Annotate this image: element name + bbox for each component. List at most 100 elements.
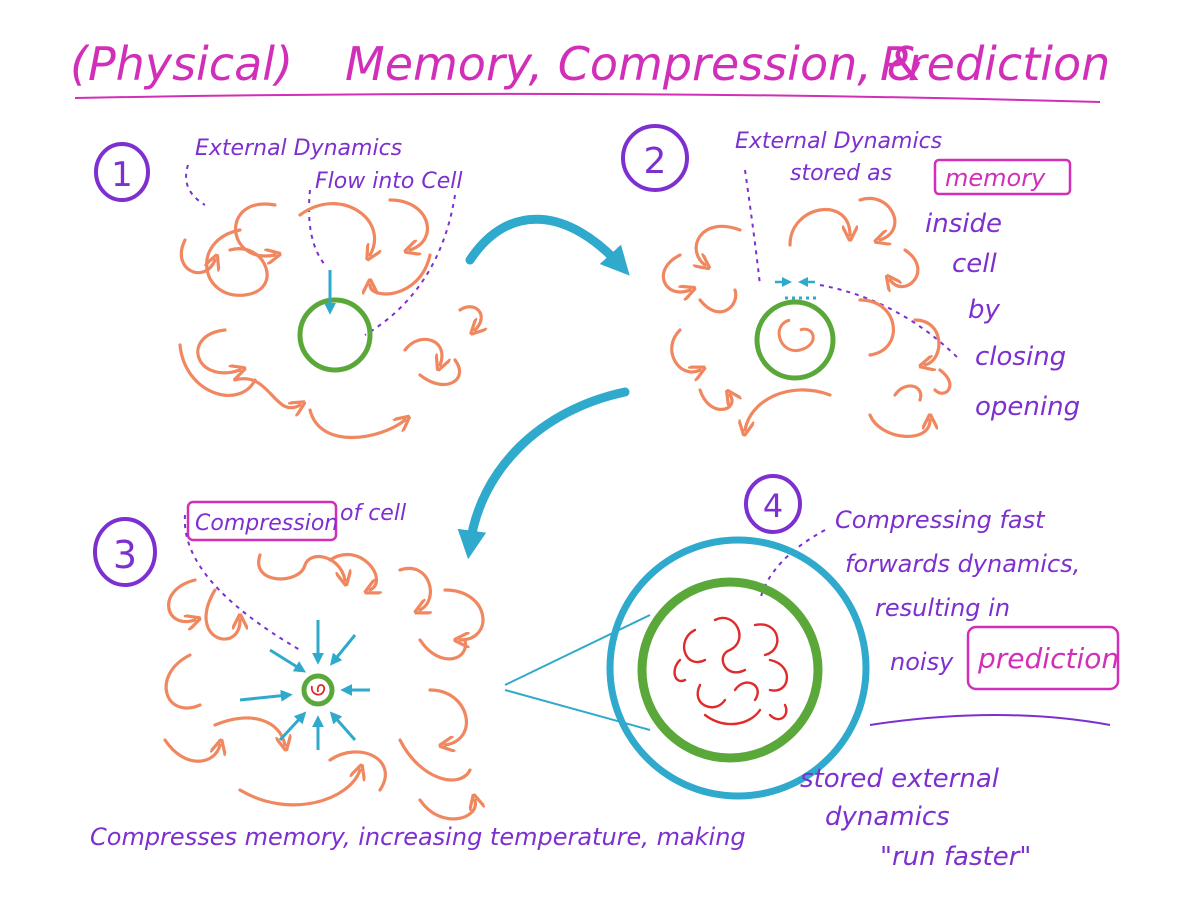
title-prefix: (Physical) xyxy=(70,37,293,91)
panel-4-caption: "run faster" xyxy=(880,842,1031,872)
noise-swirl xyxy=(713,616,747,674)
swirl-arrow xyxy=(204,588,240,641)
noise-swirl xyxy=(703,708,762,726)
transition-arrow-1-to-2 xyxy=(465,214,630,276)
zoomed-cell-membrane xyxy=(637,577,823,763)
panel-number: 4 xyxy=(763,487,783,525)
swirl-arrow xyxy=(418,638,468,661)
panel-2: 2 External Dynamics stored as memory ins… xyxy=(621,124,1080,439)
swirl-arrow xyxy=(238,770,360,807)
title: (Physical) Memory, Compression, & Predic… xyxy=(70,37,1110,103)
panel-2-label: stored as xyxy=(790,161,892,186)
title-prediction: Prediction xyxy=(880,37,1110,91)
swirl-arrow xyxy=(257,553,345,580)
panel-3-label: of cell xyxy=(340,501,406,526)
panel-number: 3 xyxy=(113,533,137,577)
swirl-arrow xyxy=(913,318,941,365)
side-word: by xyxy=(968,295,1001,325)
dashed-pointer xyxy=(759,529,826,601)
swirl-arrow xyxy=(858,196,897,240)
swirl-arrow xyxy=(205,228,269,297)
noise-swirl xyxy=(696,683,727,709)
panel-4-caption: dynamics xyxy=(825,802,950,832)
swirl-arrow xyxy=(868,413,930,439)
panel-number-circle xyxy=(93,517,157,587)
panel-2-label: External Dynamics xyxy=(735,129,942,154)
noise-swirl xyxy=(673,658,687,683)
panel-number-circle xyxy=(621,124,689,192)
swirl-arrow xyxy=(418,358,462,386)
noisy-dynamics xyxy=(673,616,789,726)
external-dynamics-swirls xyxy=(178,198,481,440)
panel-1: 1 External Dynamics Flow into Cell xyxy=(94,136,481,440)
swirl-arrow xyxy=(428,688,468,745)
compression-arrow xyxy=(278,711,307,742)
cell-closed xyxy=(754,299,836,381)
underline-stroke xyxy=(869,714,1111,726)
transition-arrow-2-to-3 xyxy=(457,387,630,560)
swirl-arrow xyxy=(933,368,952,395)
prediction-term: prediction xyxy=(977,642,1119,675)
side-word: inside xyxy=(925,209,1002,239)
prediction-highlight-box xyxy=(966,625,1120,691)
panel-1-label: Flow into Cell xyxy=(315,169,462,194)
zoom-line xyxy=(504,614,651,686)
side-word: cell xyxy=(952,249,998,279)
dashed-pointer xyxy=(183,514,301,651)
panel-1-label: External Dynamics xyxy=(195,136,402,161)
stored-memory-swirl xyxy=(777,318,815,352)
panel-number: 1 xyxy=(111,155,133,195)
dashed-pointer xyxy=(744,169,761,286)
external-dynamics-swirls xyxy=(661,196,952,439)
swirl-arrow xyxy=(398,566,430,610)
swirl-arrow xyxy=(890,248,920,287)
side-word: opening xyxy=(975,392,1080,422)
noise-swirl xyxy=(768,658,789,692)
swirl-arrow xyxy=(661,253,690,292)
memory-swirl xyxy=(310,684,326,696)
panel-4-label: Compressing fast xyxy=(835,506,1046,534)
panel-4-label: noisy xyxy=(890,648,954,676)
swirl-arrow xyxy=(213,716,285,745)
swirl-arrow xyxy=(328,750,387,792)
swirl-arrow xyxy=(696,224,742,265)
compression-arrow xyxy=(329,711,357,741)
compression-arrow xyxy=(239,689,293,702)
memory-term: memory xyxy=(945,164,1046,192)
swirl-arrow xyxy=(167,578,195,622)
compression-arrow xyxy=(269,648,307,673)
noise-swirl xyxy=(753,623,779,657)
dashed-pointer xyxy=(308,189,326,266)
swirl-arrow xyxy=(403,337,442,365)
swirl-arrow xyxy=(458,305,481,330)
side-word: closing xyxy=(975,342,1066,372)
swirl-arrow xyxy=(233,377,300,408)
dashed-pointer xyxy=(819,284,961,361)
title-underline xyxy=(74,92,1101,103)
swirl-arrow xyxy=(698,390,732,411)
compression-arrow xyxy=(329,634,357,666)
swirl-arrow xyxy=(698,288,738,314)
zoomed-cell-outer xyxy=(606,536,870,800)
swirl-arrow xyxy=(418,800,475,821)
panel-3-caption: Compresses memory, increasing temperatur… xyxy=(90,823,746,851)
swirl-arrow xyxy=(788,207,850,247)
compression-arrows xyxy=(239,620,370,750)
swirl-arrow xyxy=(858,298,895,357)
compression-term: Compression xyxy=(195,511,338,536)
swirl-arrow xyxy=(178,343,257,397)
panel-4-label: resulting in xyxy=(875,594,1010,622)
panel-number-circle xyxy=(744,474,802,534)
swirl-arrow xyxy=(370,253,432,296)
noise-swirl xyxy=(683,628,707,664)
panel-number: 2 xyxy=(644,141,667,182)
panel-4: 4 Compressing fast forwards dynamics, re… xyxy=(606,474,1120,872)
panel-3: 3 Compression of cell xyxy=(90,500,746,851)
swirl-arrow xyxy=(893,384,923,402)
swirl-arrow xyxy=(308,408,405,440)
dashed-pointer xyxy=(364,194,456,336)
noise-swirl xyxy=(768,703,788,721)
swirl-arrow xyxy=(163,740,220,763)
title-main: Memory, Compression, & xyxy=(345,37,922,91)
